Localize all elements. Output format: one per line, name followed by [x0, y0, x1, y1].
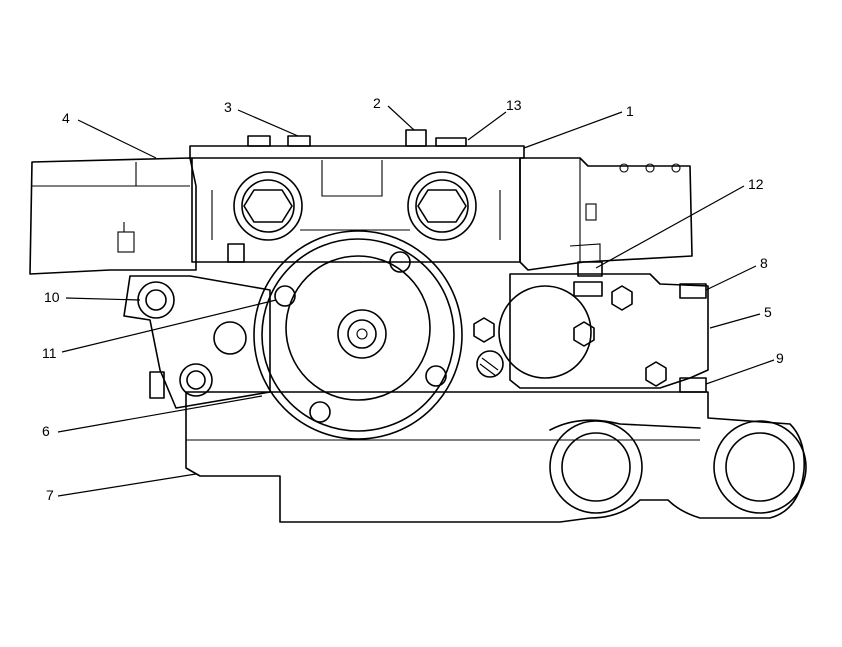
- callout-6: 6: [42, 423, 50, 439]
- lower-housing: [185, 391, 807, 523]
- callout-4: 4: [62, 110, 70, 126]
- mid-right-housing: [473, 261, 709, 393]
- leader-5: [709, 313, 761, 329]
- leader-7: [57, 473, 197, 497]
- callout-8: 8: [760, 255, 768, 271]
- callout-5: 5: [764, 304, 772, 320]
- callout-13: 13: [506, 97, 522, 113]
- leader-11: [61, 299, 277, 353]
- leader-3: [237, 109, 299, 137]
- callout-2: 2: [373, 95, 381, 111]
- left-bracket: [123, 243, 271, 409]
- leader-8: [705, 265, 757, 291]
- callouts: 1 2 3 4 5 6 7 8 9 10 11 12 13: [42, 95, 784, 503]
- left-block: [29, 157, 197, 275]
- callout-12: 12: [748, 176, 764, 192]
- leader-12: [595, 185, 745, 269]
- pump-cover: [253, 230, 463, 440]
- upper-body: [189, 129, 525, 263]
- leader-1: [523, 111, 623, 149]
- leader-9: [705, 359, 775, 385]
- leader-13: [467, 111, 507, 141]
- right-block: [519, 157, 693, 271]
- callout-7: 7: [46, 487, 54, 503]
- callout-9: 9: [776, 350, 784, 366]
- callout-11: 11: [42, 345, 57, 361]
- callout-10: 10: [44, 289, 60, 305]
- leader-4: [77, 119, 157, 159]
- callout-3: 3: [224, 99, 232, 115]
- leader-6: [57, 395, 263, 433]
- leader-2: [387, 105, 415, 131]
- callout-1: 1: [626, 103, 634, 119]
- leader-lines: [57, 105, 775, 497]
- leader-10: [65, 297, 141, 301]
